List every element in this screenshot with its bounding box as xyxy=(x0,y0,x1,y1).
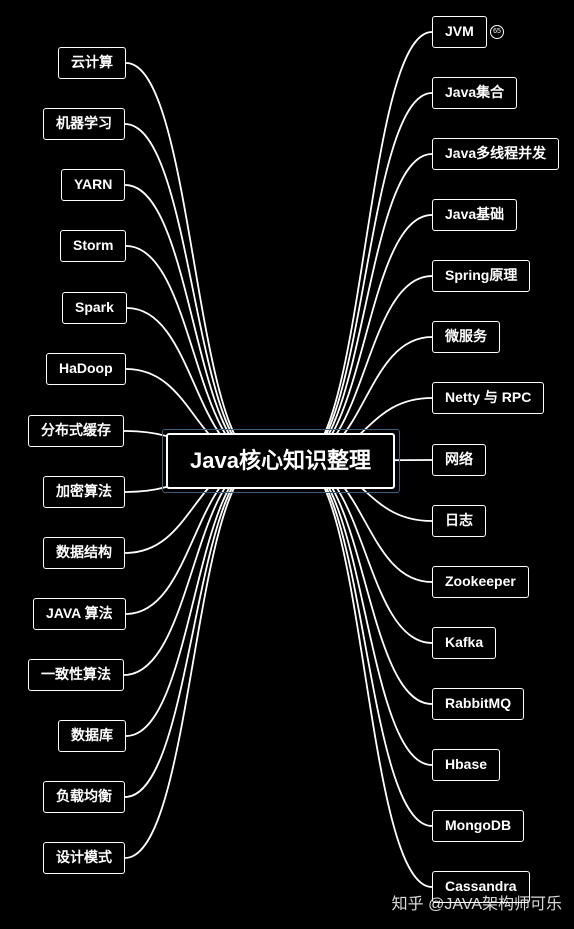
left-connector xyxy=(124,460,263,859)
right-topic[interactable]: 微服务 xyxy=(432,321,500,353)
right-topic[interactable]: Hbase xyxy=(432,749,501,781)
right-topic[interactable]: Cassandra xyxy=(432,871,530,903)
central-topic-frame xyxy=(162,429,400,493)
left-topic[interactable]: Storm xyxy=(60,230,127,262)
right-connector xyxy=(297,460,433,705)
right-topic[interactable]: MongoDB xyxy=(432,810,525,842)
left-topic[interactable]: 机器学习 xyxy=(43,108,125,140)
left-topic[interactable]: HaDoop xyxy=(46,353,126,385)
left-topic[interactable]: 数据结构 xyxy=(43,537,125,569)
topic-marker-icon[interactable]: 65 xyxy=(490,25,504,39)
right-topic[interactable]: JVM xyxy=(432,16,487,48)
left-topic[interactable]: 数据库 xyxy=(58,720,126,752)
central-topic[interactable]: Java核心知识整理 xyxy=(166,433,395,489)
left-connector xyxy=(124,460,263,798)
right-topic[interactable]: Java多线程并发 xyxy=(432,138,560,170)
left-connector xyxy=(123,460,263,676)
right-topic[interactable]: Kafka xyxy=(432,627,497,659)
left-topic[interactable]: 加密算法 xyxy=(43,476,125,508)
right-topic[interactable]: 日志 xyxy=(432,505,486,537)
left-connector xyxy=(125,460,263,737)
left-topic[interactable]: Spark xyxy=(62,292,127,324)
watermark: 知乎 @JAVA架构师可乐 xyxy=(391,896,562,913)
right-connector xyxy=(297,460,433,827)
right-connector xyxy=(297,460,433,888)
left-topic[interactable]: 云计算 xyxy=(58,47,126,79)
right-topic[interactable]: Zookeeper xyxy=(432,566,529,598)
right-topic[interactable]: Java基础 xyxy=(432,199,518,231)
right-topic[interactable]: Netty 与 RPC xyxy=(432,382,545,414)
left-connector xyxy=(125,62,263,462)
left-topic[interactable]: JAVA 算法 xyxy=(33,598,126,630)
left-topic[interactable]: 负载均衡 xyxy=(43,781,125,813)
right-connector xyxy=(297,92,433,462)
left-topic[interactable]: 一致性算法 xyxy=(28,659,124,691)
right-topic[interactable]: Spring原理 xyxy=(432,260,531,292)
left-connector xyxy=(124,123,263,462)
left-topic[interactable]: YARN xyxy=(61,169,126,201)
left-connector xyxy=(124,184,263,462)
left-topic[interactable]: 分布式缓存 xyxy=(28,415,124,447)
right-topic[interactable]: RabbitMQ xyxy=(432,688,525,720)
right-connector xyxy=(297,460,433,766)
left-topic[interactable]: 设计模式 xyxy=(43,842,125,874)
right-connector xyxy=(297,31,433,462)
right-topic[interactable]: Java集合 xyxy=(432,77,518,109)
right-connector xyxy=(297,153,433,462)
right-topic[interactable]: 网络 xyxy=(432,444,486,476)
